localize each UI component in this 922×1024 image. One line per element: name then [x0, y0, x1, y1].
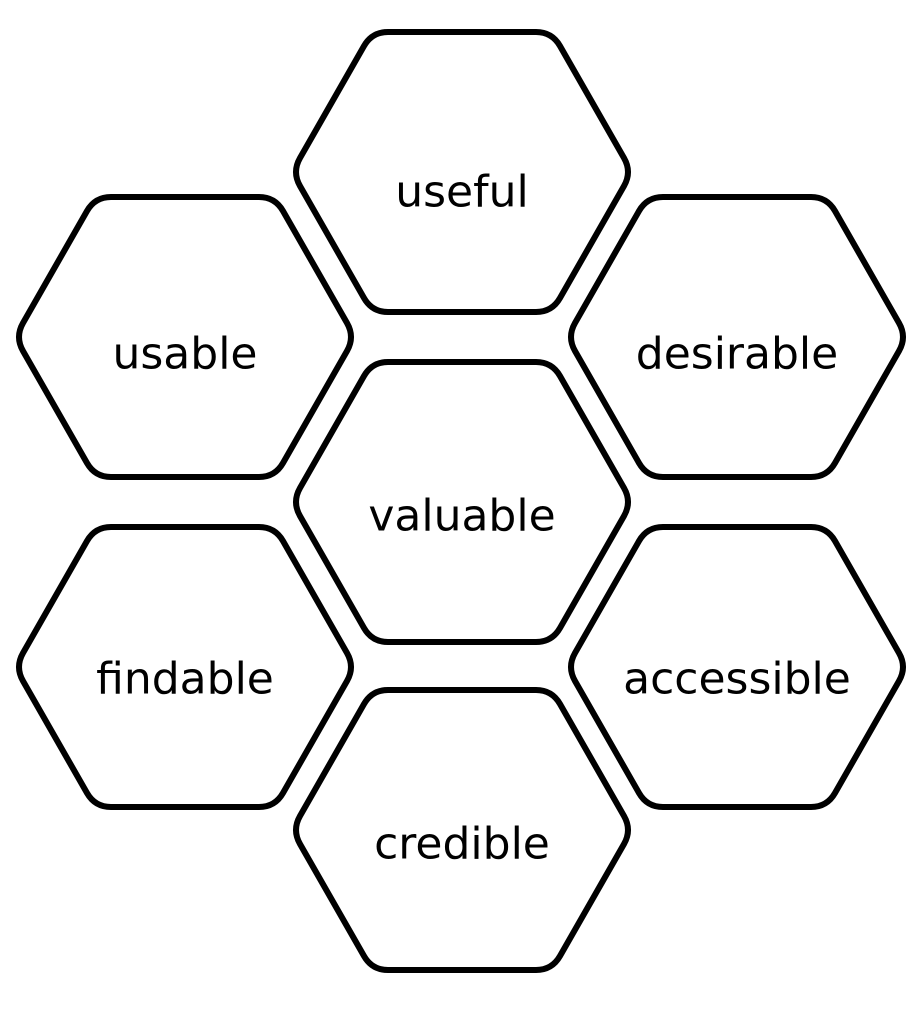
hexagon-findable-label: findable — [96, 654, 274, 705]
hexagon-credible-label: credible — [374, 819, 550, 870]
hexagon-desirable-label: desirable — [636, 329, 838, 380]
hexagon-useful-label: useful — [395, 167, 528, 218]
hexagon-valuable: valuable — [293, 359, 631, 645]
hexagon-credible-shape — [293, 687, 631, 973]
hexagon-accessible-label: accessible — [623, 654, 851, 705]
hexagon-credible: credible — [293, 687, 631, 973]
hexagon-valuable-shape — [293, 359, 631, 645]
hexagon-usable-shape — [16, 194, 354, 480]
hexagon-accessible: accessible — [568, 524, 906, 810]
hexagon-usable: usable — [16, 194, 354, 480]
hexagon-desirable: desirable — [568, 194, 906, 480]
hexagon-valuable-label: valuable — [368, 491, 555, 542]
hexagon-usable-label: usable — [113, 329, 258, 380]
hexagon-findable: findable — [16, 524, 354, 810]
hexagon-accessible-shape — [568, 524, 906, 810]
hexagon-useful: useful — [293, 29, 631, 315]
hexagon-findable-shape — [16, 524, 354, 810]
hexagon-desirable-shape — [568, 194, 906, 480]
hexagon-useful-shape — [293, 29, 631, 315]
